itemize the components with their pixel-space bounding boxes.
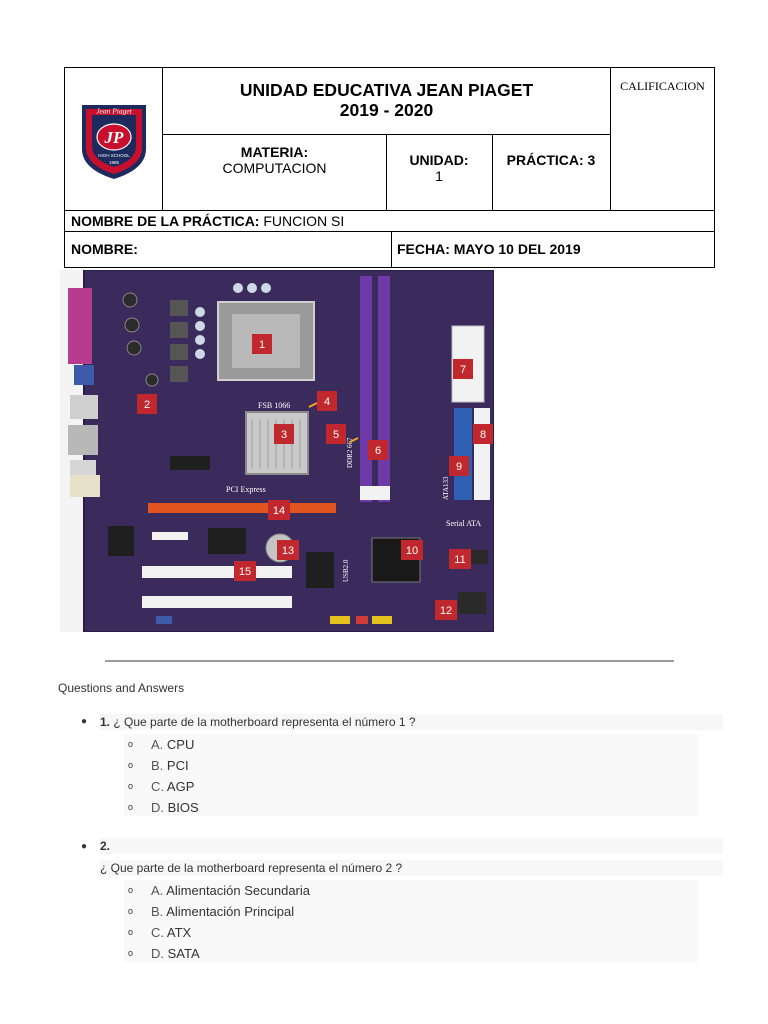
qa-section-title: Questions and Answers (58, 681, 185, 695)
pcie-slot (148, 503, 336, 513)
parallel-port (68, 288, 92, 364)
vga-port (74, 365, 94, 385)
materia-label: MATERIA: (240, 144, 309, 160)
svg-text:12: 12 (440, 605, 452, 617)
ram-slot-1 (360, 276, 372, 502)
label-2: 2 (137, 394, 157, 414)
circle-bullet-icon: o (128, 739, 134, 749)
svg-text:3: 3 (281, 429, 287, 441)
school-logo-cell: Jean Piaget JP HIGH SCHOOL 1985 (65, 68, 163, 211)
pci-slot-2 (142, 596, 292, 608)
svg-text:15: 15 (239, 566, 251, 578)
ddr-silkscreen: DDR2 667 (346, 437, 354, 468)
label-15: 15 (234, 561, 256, 581)
circle-bullet-icon: o (128, 948, 134, 958)
unidad-value: 1 (435, 168, 443, 184)
fecha-label: FECHA: MAYO 10 DEL 2019 (397, 241, 581, 257)
label-9: 9 (449, 456, 469, 476)
circle-bullet-icon: o (128, 760, 134, 770)
label-10: 10 (401, 540, 423, 560)
label-8: 8 (473, 424, 493, 444)
pcie-silkscreen: PCI Express (226, 485, 266, 494)
svg-text:7: 7 (460, 364, 466, 376)
school-year: 2019 - 2020 (339, 100, 434, 120)
circle-bullet-icon: o (128, 906, 134, 916)
label-7: 7 (453, 359, 473, 379)
question-2-number: 2. (100, 838, 723, 854)
practica-number: PRÁCTICA: 3 (506, 152, 596, 168)
nombre-label: NOMBRE: (71, 241, 138, 257)
logo-est-text: 1985 (109, 160, 120, 165)
label-1: 1 (252, 334, 272, 354)
ram-slot-2 (378, 276, 390, 502)
usb-silkscreen: USB2.0 (342, 559, 350, 582)
label-6: 6 (368, 440, 388, 460)
bullet-icon: ● (81, 841, 88, 852)
logo-bottom-text: HIGH SCHOOL (98, 153, 130, 158)
label-3: 3 (274, 424, 294, 444)
motherboard-image: FSB 1066 PCI Express Serial ATA DDR2 667… (60, 270, 494, 632)
question-1-text: ¿ Que parte de la motherboard representa… (113, 715, 416, 729)
circle-bullet-icon: o (128, 802, 134, 812)
label-13: 13 (277, 540, 299, 560)
label-14: 14 (268, 500, 290, 520)
school-crest-logo: Jean Piaget JP HIGH SCHOOL 1985 (82, 104, 146, 179)
svg-text:10: 10 (406, 545, 418, 557)
svg-text:6: 6 (375, 445, 381, 457)
audio-jacks (70, 475, 100, 497)
usb-ports (70, 395, 98, 419)
svg-text:13: 13 (282, 545, 294, 557)
sata-silkscreen: Serial ATA (446, 519, 481, 528)
svg-text:8: 8 (480, 429, 486, 441)
ata-silkscreen: ATA133 (442, 476, 450, 500)
svg-text:14: 14 (273, 505, 285, 517)
label-12: 12 (435, 600, 457, 620)
unidad-cell: UNIDAD: 1 (386, 135, 492, 211)
question-1: 1. ¿ Que parte de la motherboard represe… (100, 714, 723, 730)
school-name: UNIDAD EDUCATIVA JEAN PIAGET (239, 80, 534, 100)
circle-bullet-icon: o (128, 885, 134, 895)
pci-slot-1 (142, 566, 292, 578)
lan-port (68, 425, 98, 455)
materia-value: COMPUTACION (222, 160, 327, 176)
nombre-practica-row: NOMBRE DE LA PRÁCTICA: FUNCION SI (65, 211, 715, 232)
label-5: 5 (326, 424, 346, 444)
label-4: 4 (317, 391, 337, 411)
fsb-silkscreen: FSB 1066 (258, 401, 290, 410)
question-2-text: ¿ Que parte de la motherboard representa… (100, 860, 723, 876)
unidad-label: UNIDAD: (409, 152, 469, 168)
svg-text:1: 1 (259, 339, 265, 351)
calificacion-label: CALIFICACION (620, 79, 705, 93)
svg-text:4: 4 (324, 396, 330, 408)
svg-text:2: 2 (144, 399, 150, 411)
circle-bullet-icon: o (128, 927, 134, 937)
nombre-practica-label: NOMBRE DE LA PRÁCTICA: (71, 213, 260, 229)
nombre-practica-value: FUNCION SI (263, 213, 345, 229)
bullet-icon: ● (81, 716, 88, 727)
circle-bullet-icon: o (128, 781, 134, 791)
svg-text:9: 9 (456, 461, 462, 473)
svg-text:11: 11 (454, 554, 465, 566)
header-table: Jean Piaget JP HIGH SCHOOL 1985 UNIDAD E… (64, 67, 715, 268)
svg-text:5: 5 (333, 429, 339, 441)
logo-monogram: JP (104, 128, 125, 147)
ide-connector-white (474, 408, 490, 500)
ide-connector-blue (454, 408, 472, 500)
materia-cell: MATERIA: COMPUTACION (163, 135, 386, 211)
logo-top-text: Jean Piaget (96, 106, 133, 115)
question-1-number: 1. (100, 715, 111, 729)
label-11: 11 (449, 549, 471, 569)
school-title: UNIDAD EDUCATIVA JEAN PIAGET 2019 - 2020 (163, 68, 610, 135)
section-separator (105, 660, 674, 662)
